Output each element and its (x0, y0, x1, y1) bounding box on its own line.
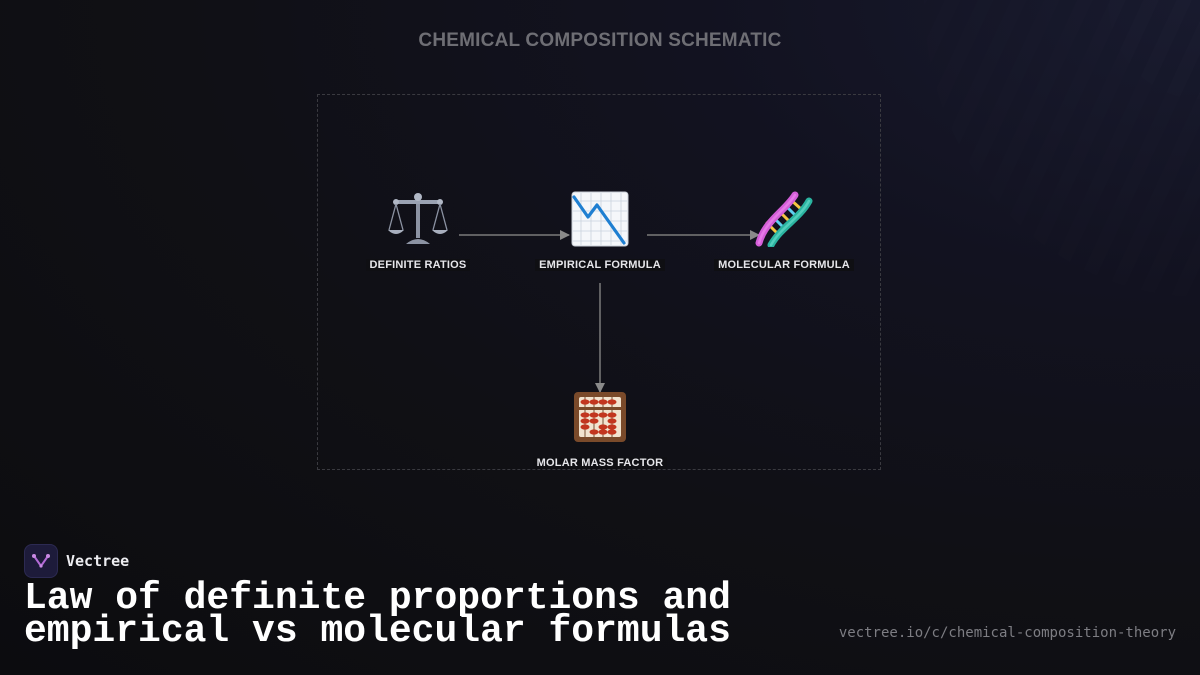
headline: Law of definite proportions and empirica… (24, 577, 731, 653)
node-molar-mass-factor: MOLAR MASS FACTOR (500, 387, 700, 471)
diagram-title: CHEMICAL COMPOSITION SCHEMATIC (418, 30, 782, 51)
node-label: DEFINITE RATIOS (365, 259, 471, 271)
chart-decreasing-icon (500, 189, 700, 249)
node-molecular-formula: MOLECULAR FORMULA (684, 189, 884, 273)
brand: Vectree (24, 544, 129, 578)
node-label: MOLAR MASS FACTOR (532, 457, 668, 469)
dna-icon (684, 189, 884, 249)
node-label: EMPIRICAL FORMULA (535, 259, 665, 271)
headline-line-2: empirical vs molecular formulas (24, 610, 731, 653)
headline-line-1: Law of definite proportions and (24, 577, 731, 620)
node-definite-ratios: DEFINITE RATIOS (318, 189, 518, 273)
vectree-logo-icon (24, 544, 58, 578)
abacus-icon (500, 387, 700, 447)
diagram-frame (317, 94, 881, 470)
balance-scale-icon (318, 189, 518, 249)
background-rays (680, 0, 1200, 560)
source-url: vectree.io/c/chemical-composition-theory (838, 625, 1176, 641)
node-label: MOLECULAR FORMULA (714, 259, 854, 271)
brand-name: Vectree (66, 552, 130, 570)
node-empirical-formula: EMPIRICAL FORMULA (500, 189, 700, 273)
